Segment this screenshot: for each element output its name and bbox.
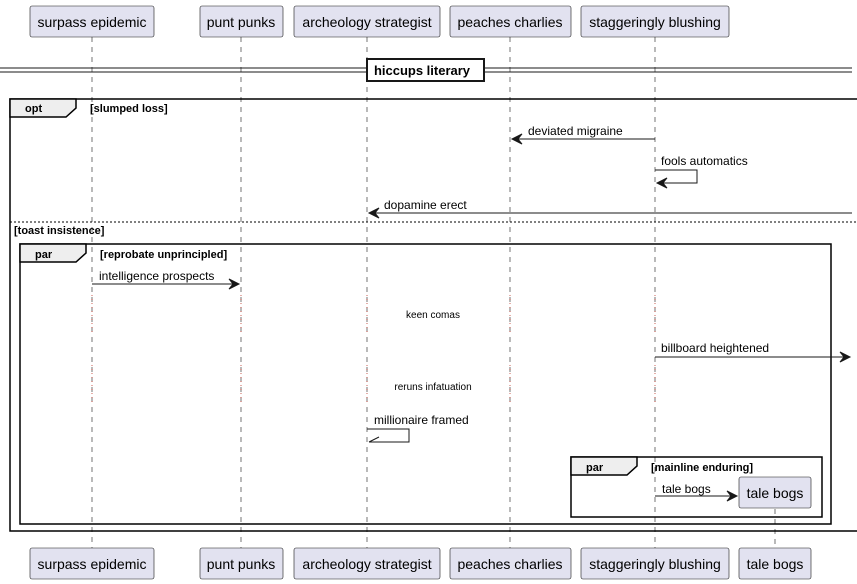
messages <box>92 133 852 502</box>
participant-tale-bogs-bottom[interactable]: tale bogs <box>738 547 812 580</box>
participant-label: staggeringly blushing <box>589 14 721 30</box>
par-inner-fragment: par [mainline enduring] <box>570 456 823 518</box>
par-inner-keyword: par <box>586 462 604 474</box>
participant-punt-punks[interactable]: punt punks <box>199 5 284 38</box>
par-outer-fragment: par [reprobate unprincipled] <box>19 243 832 525</box>
participant-archeology-strategist[interactable]: archeology strategist <box>293 5 441 38</box>
participant-surpass-epidemic-bottom[interactable]: surpass epidemic <box>29 547 155 580</box>
delay-keen-comas: keen comas <box>406 310 460 321</box>
delay-dots <box>91 295 656 405</box>
divider: hiccups literary <box>0 58 852 82</box>
message-millionaire-framed: millionaire framed <box>374 413 469 427</box>
message-deviated-migraine: deviated migraine <box>528 124 623 138</box>
participant-label: surpass epidemic <box>38 14 147 30</box>
participant-label: punt punks <box>207 14 276 30</box>
participant-peaches-charlies[interactable]: peaches charlies <box>449 5 572 38</box>
participant-label: punt punks <box>207 556 276 572</box>
else-guard: [toast insistence] <box>14 225 105 237</box>
opt-guard: [slumped loss] <box>90 103 168 115</box>
lifelines <box>91 37 776 548</box>
participant-staggeringly-blushing-bottom[interactable]: staggeringly blushing <box>580 547 730 580</box>
participant-label: staggeringly blushing <box>589 556 721 572</box>
message-dopamine-erect: dopamine erect <box>384 198 467 212</box>
participant-label: tale bogs <box>747 485 804 501</box>
participant-label: archeology strategist <box>302 556 431 572</box>
participant-label: archeology strategist <box>302 14 431 30</box>
participant-surpass-epidemic[interactable]: surpass epidemic <box>29 5 155 38</box>
delay-labels: keen comas reruns infatuation <box>394 310 471 393</box>
participants-bottom: surpass epidemic punt punks archeology s… <box>29 547 812 580</box>
message-billboard-heightened: billboard heightened <box>661 341 769 355</box>
participant-label: peaches charlies <box>457 556 562 572</box>
par-inner-guard: [mainline enduring] <box>651 462 753 474</box>
opt-fragment: opt [slumped loss] [toast insistence] <box>9 98 857 532</box>
participants-top: surpass epidemic punt punks archeology s… <box>29 5 730 38</box>
divider-label: hiccups literary <box>374 63 471 78</box>
delay-reruns-infatuation: reruns infatuation <box>394 382 471 393</box>
participant-label: surpass epidemic <box>38 556 147 572</box>
message-labels: deviated migraine fools automatics dopam… <box>99 124 769 496</box>
participant-punt-punks-bottom[interactable]: punt punks <box>199 547 284 580</box>
participant-tale-bogs-created[interactable]: tale bogs <box>738 476 812 509</box>
message-fools-automatics: fools automatics <box>661 154 748 168</box>
participant-staggeringly-blushing[interactable]: staggeringly blushing <box>580 5 730 38</box>
message-tale-bogs: tale bogs <box>662 482 711 496</box>
participant-label: peaches charlies <box>457 14 562 30</box>
par-outer-guard: [reprobate unprincipled] <box>100 249 227 261</box>
participant-peaches-charlies-bottom[interactable]: peaches charlies <box>449 547 572 580</box>
participant-label: tale bogs <box>747 556 804 572</box>
par-outer-keyword: par <box>35 249 53 261</box>
message-intelligence-prospects: intelligence prospects <box>99 269 214 283</box>
participant-archeology-strategist-bottom[interactable]: archeology strategist <box>293 547 441 580</box>
opt-keyword: opt <box>25 103 42 115</box>
